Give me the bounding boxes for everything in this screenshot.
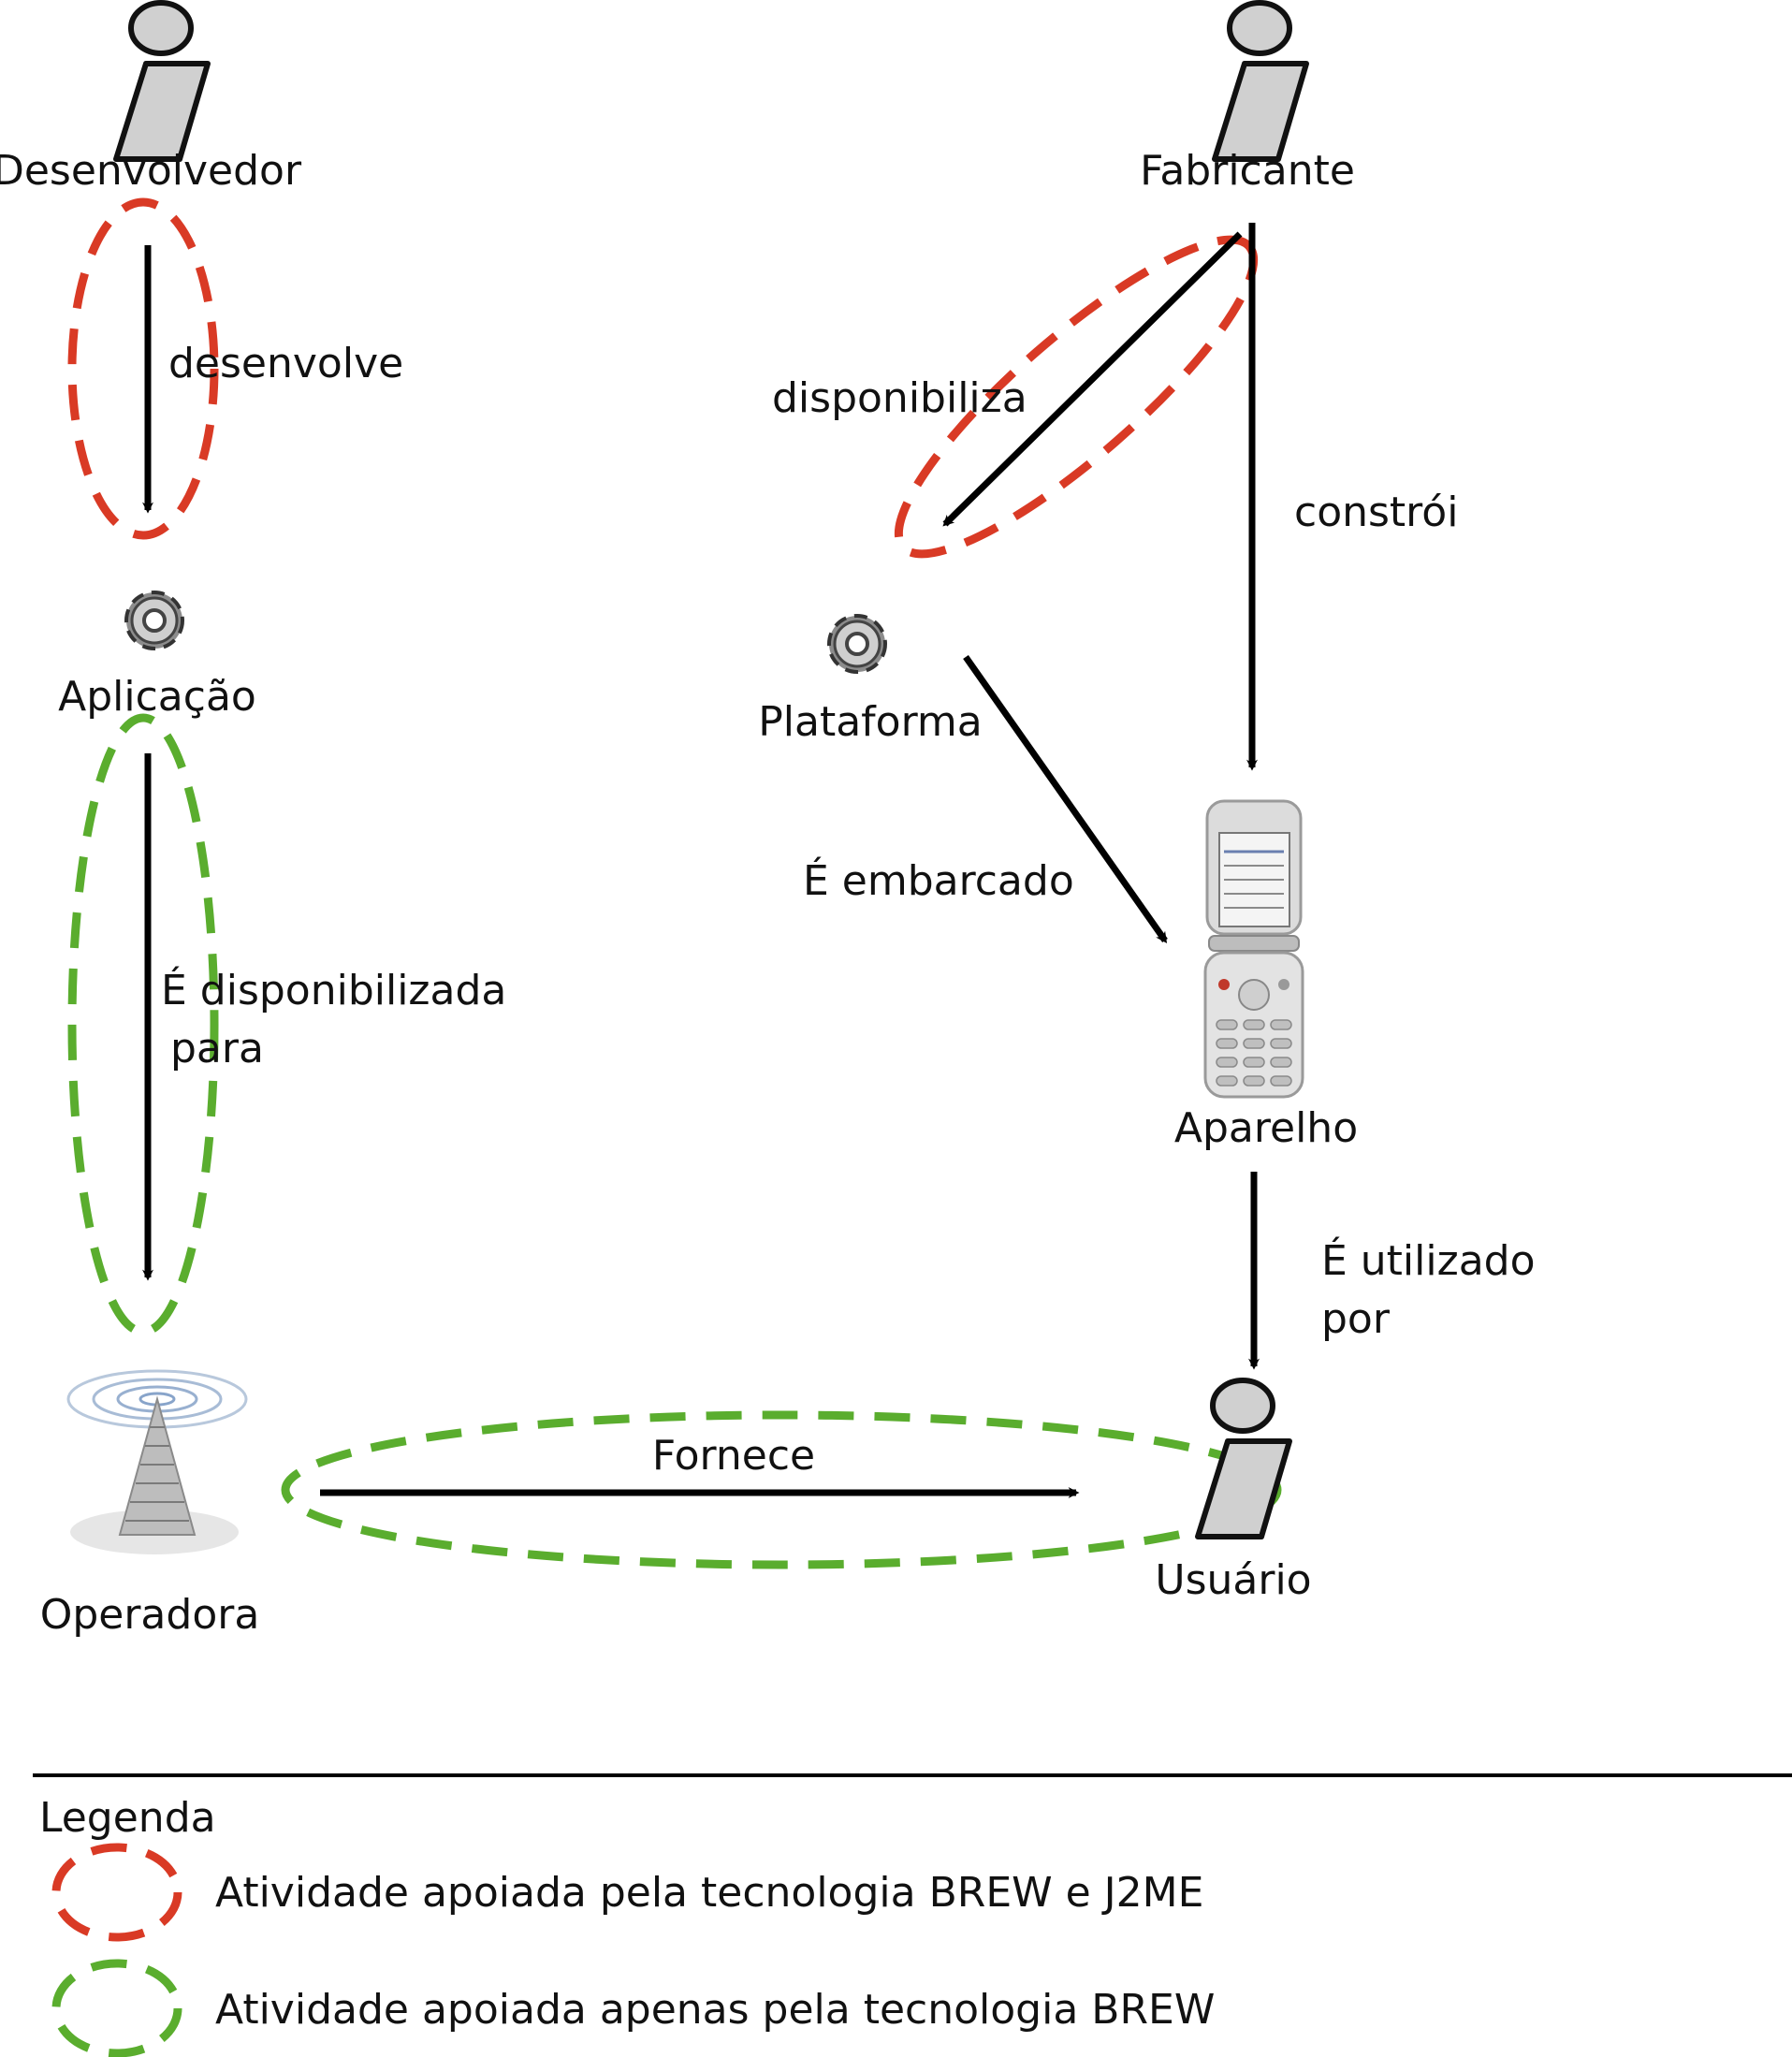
node-label-aparelho: Aparelho [1174,1104,1358,1152]
node-label-operadora: Operadora [40,1591,260,1639]
node-aplicacao: Aplicação [58,591,256,721]
antenna-tower-icon [66,1369,248,1554]
node-aparelho: Aparelho [1174,799,1358,1152]
node-fabricante: Fabricante [1140,3,1355,195]
edge-label-constroi: constrói [1294,489,1458,536]
edge-label-utilizado-line2: por [1321,1295,1391,1343]
node-usuario: Usuário [1155,1380,1312,1604]
node-label-aplicacao: Aplicação [58,673,256,721]
edge-label-fornece: Fornece [652,1432,815,1480]
person-icon [1215,3,1306,159]
person-icon [1198,1380,1289,1537]
green-activity-region-disponibilizada [67,713,219,1336]
legend-swatch-green [51,1959,182,2057]
edge-label-disponibiliza: disponibiliza [772,374,1027,422]
node-plataforma: Plataforma [758,614,983,746]
legend-title: Legenda [39,1794,216,1842]
legend-label-red: Atividade apoiada pela tecnologia BREW e… [215,1869,1203,1917]
legend-item-red: Atividade apoiada pela tecnologia BREW e… [51,1843,1203,1942]
node-label-fabricante: Fabricante [1140,147,1355,195]
legend-label-green: Atividade apoiada apenas pela tecnologia… [215,1986,1215,2034]
node-label-usuario: Usuário [1155,1556,1311,1604]
arrow-embarcado [963,654,1168,943]
red-activity-region-desenvolve [67,197,219,540]
node-desenvolvedor: Desenvolvedor [0,3,302,195]
flip-phone-icon [1203,799,1304,1099]
node-label-plataforma: Plataforma [758,698,983,746]
legend-swatch-red [51,1843,182,1942]
gear-icon [124,591,184,650]
node-operadora: Operadora [40,1369,260,1639]
edge-label-disponibilizada-line1: É disponibilizada [161,965,506,1014]
edge-label-utilizado-line1: É utilizado [1321,1235,1536,1285]
legend-item-green: Atividade apoiada apenas pela tecnologia… [51,1959,1215,2057]
edge-label-embarcado: É embarcado [803,855,1074,905]
arrow-disponibiliza [942,231,1243,527]
node-label-desenvolvedor: Desenvolvedor [0,147,302,195]
person-icon [116,3,208,159]
edge-label-desenvolve: desenvolve [168,340,403,387]
edge-label-disponibilizada-line2: para [170,1025,264,1072]
gear-icon [827,614,887,674]
